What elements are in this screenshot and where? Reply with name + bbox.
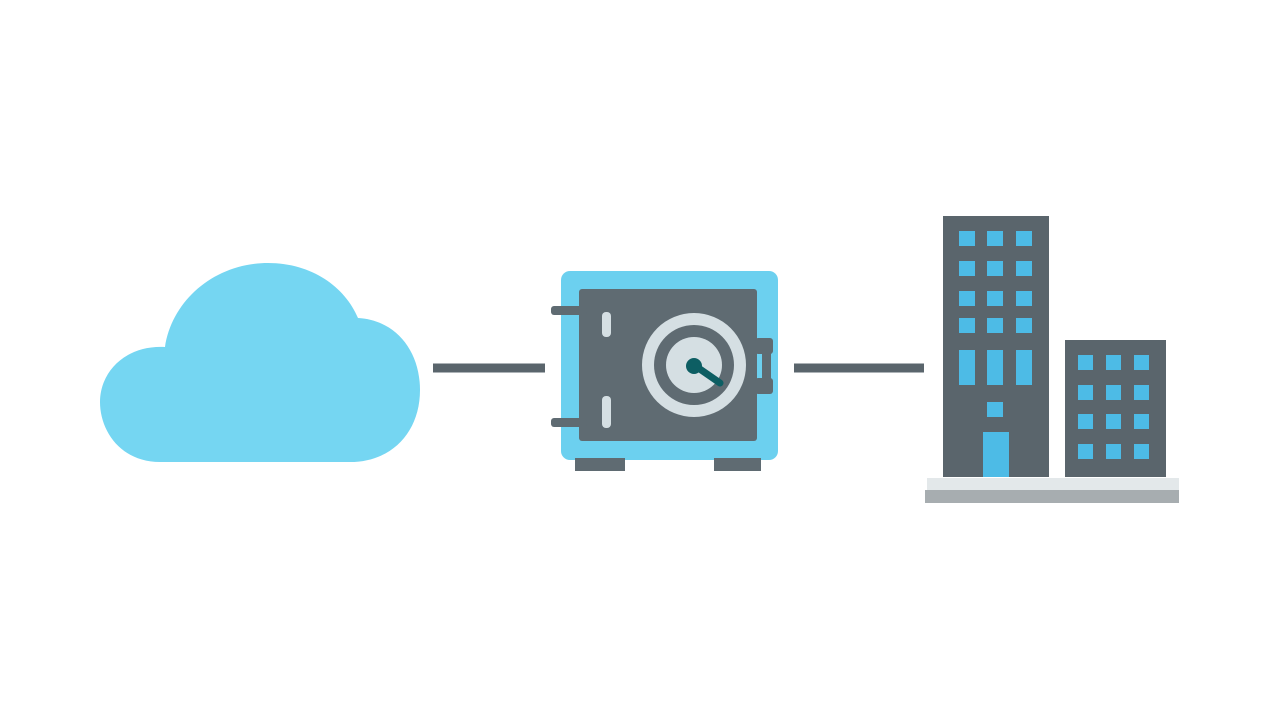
window [959, 350, 975, 385]
safe-foot-left [575, 458, 625, 471]
window [959, 291, 975, 306]
window [987, 318, 1003, 333]
safe-dial-center [686, 358, 702, 374]
window [1106, 444, 1121, 459]
safe-icon [551, 271, 778, 471]
ground-base [925, 490, 1179, 503]
safe-handle-bottom [602, 396, 611, 428]
window [1106, 385, 1121, 400]
window [1016, 291, 1032, 306]
window [987, 231, 1003, 246]
window [1078, 385, 1093, 400]
cloud-icon [100, 263, 420, 462]
window [1106, 414, 1121, 429]
safe-hinge-top [551, 306, 587, 315]
short-building-windows [1078, 355, 1149, 459]
safe-handle-top [602, 312, 611, 337]
office-buildings-icon [925, 216, 1179, 503]
window [1134, 414, 1149, 429]
window [1078, 355, 1093, 370]
window [959, 261, 975, 276]
window [1078, 414, 1093, 429]
window [1134, 385, 1149, 400]
window [987, 402, 1003, 417]
window [959, 318, 975, 333]
window [987, 261, 1003, 276]
window [1106, 355, 1121, 370]
window [987, 291, 1003, 306]
tall-building-door [983, 432, 1009, 477]
safe-hinge-bottom [551, 418, 587, 427]
window [1016, 231, 1032, 246]
window [1134, 444, 1149, 459]
window [1016, 261, 1032, 276]
window [959, 231, 975, 246]
safe-latch-bar [762, 348, 771, 384]
window [1016, 318, 1032, 333]
cloud-shape [100, 263, 420, 462]
window [1016, 350, 1032, 385]
window [987, 350, 1003, 385]
tall-building-windows [959, 231, 1032, 417]
window [1078, 444, 1093, 459]
safe-foot-right [714, 458, 761, 471]
ground-top [927, 478, 1179, 490]
window [1134, 355, 1149, 370]
